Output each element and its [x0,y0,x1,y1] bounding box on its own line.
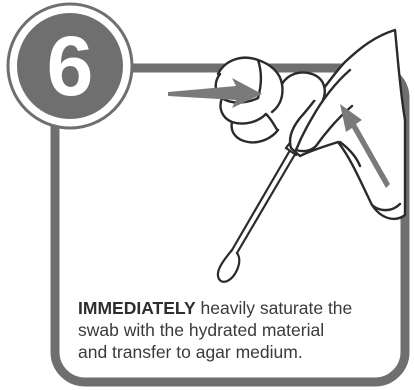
instruction-line1: heavily saturate the [196,298,353,318]
instruction-emphasis: IMMEDIATELY [78,298,196,318]
instruction-line2: swab with the hydrated material [78,320,324,340]
instruction-line3: and transfer to agar medium. [78,342,303,362]
step-number: 6 [24,20,116,112]
